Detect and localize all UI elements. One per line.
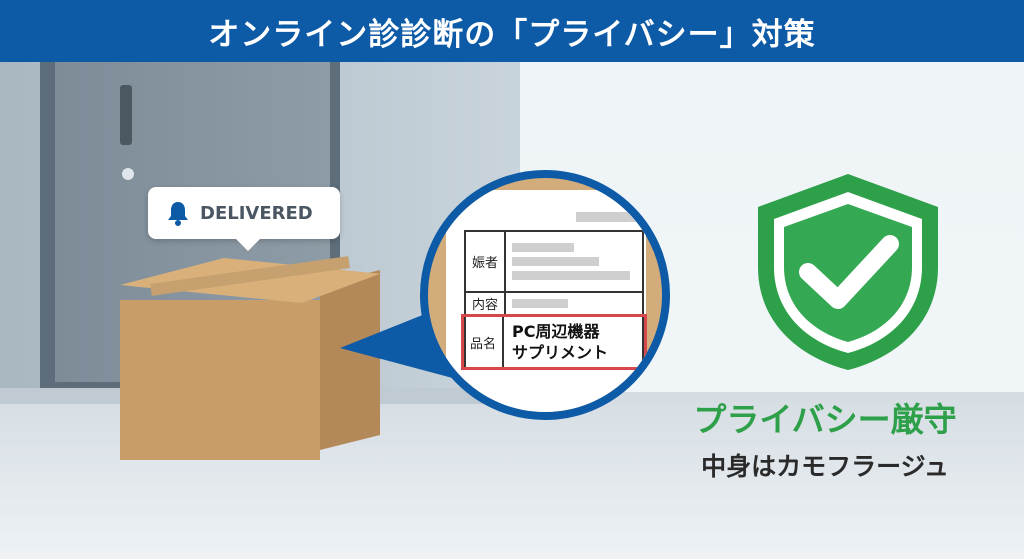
row-key: 娠者 bbox=[466, 232, 506, 291]
sender-row: 娠者 bbox=[466, 232, 642, 293]
header-banner: オンライン診診断の「プライバシー」対策 bbox=[0, 0, 1024, 62]
row-key: 品名 bbox=[464, 317, 504, 367]
label-table: 娠者 内容 品名 PC周辺機器サプリメント bbox=[461, 230, 647, 370]
magnified-label: 娠者 内容 品名 PC周辺機器サプリメント bbox=[420, 170, 670, 420]
shipping-label: 娠者 内容 品名 PC周辺機器サプリメント bbox=[446, 190, 647, 412]
box-side bbox=[320, 270, 380, 450]
door-handle bbox=[120, 85, 132, 145]
privacy-title: プライバシー厳守 bbox=[693, 400, 957, 439]
row-key: 内容 bbox=[466, 293, 506, 314]
shield-check-icon bbox=[758, 174, 938, 370]
notification-label: DELIVERED bbox=[200, 202, 313, 224]
redacted-text bbox=[576, 212, 638, 222]
item-name-row: 品名 PC周辺機器サプリメント bbox=[461, 314, 647, 370]
bell-icon bbox=[168, 202, 188, 226]
privacy-subtitle: 中身はカモフラージュ bbox=[701, 452, 949, 481]
door-lock bbox=[122, 168, 134, 180]
delivered-notification: DELIVERED bbox=[148, 187, 340, 251]
item-line: サプリメント bbox=[512, 343, 609, 362]
content-row: 内容 bbox=[466, 293, 642, 316]
cardboard-box bbox=[120, 300, 320, 460]
item-line: PC周辺機器 bbox=[512, 322, 600, 341]
page-title: オンライン診診断の「プライバシー」対策 bbox=[208, 16, 816, 53]
